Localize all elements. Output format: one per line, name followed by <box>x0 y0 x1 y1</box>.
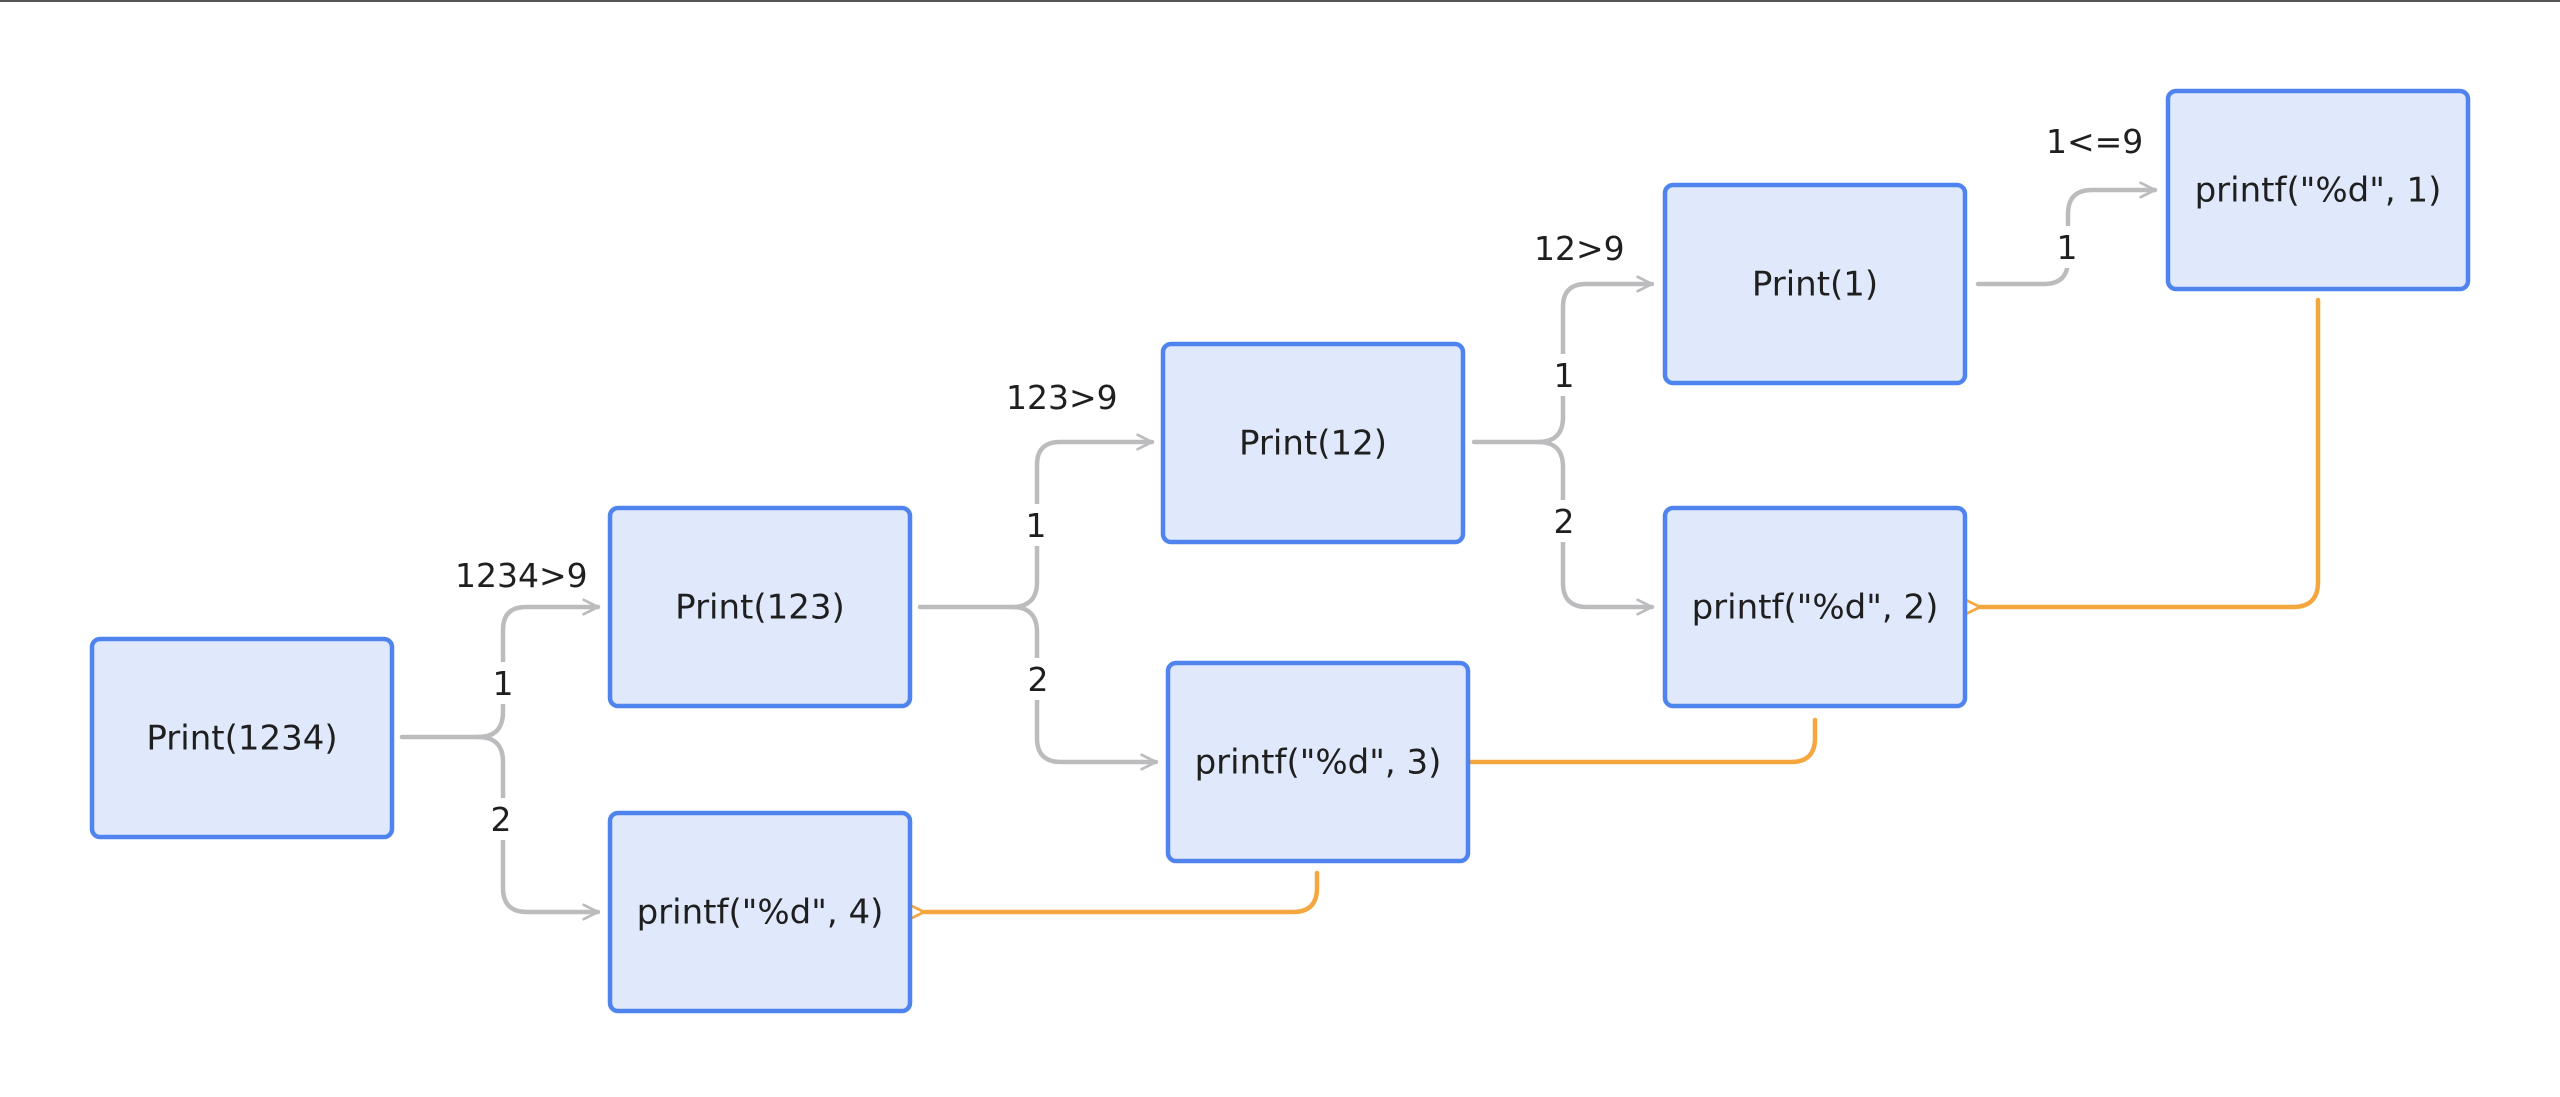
step-label-2-from-123: 2 <box>1028 660 1049 699</box>
step-label-1-from-1: 1 <box>2057 228 2078 267</box>
node-print-12-label: Print(12) <box>1239 424 1387 464</box>
step-label-2-from-12: 2 <box>1554 502 1575 541</box>
node-printf-2: printf("%d", 2) <box>1662 505 1968 709</box>
node-printf-1: printf("%d", 1) <box>2165 88 2471 292</box>
condition-label-12: 12>9 <box>1534 229 1625 268</box>
return-printf2-to-printf3 <box>1456 717 1818 771</box>
edge-print123-to-printf3 <box>1009 604 1159 771</box>
node-printf-3-label: printf("%d", 3) <box>1195 743 1442 783</box>
node-print-1234-label: Print(1234) <box>146 719 337 759</box>
step-label-1-from-123: 1 <box>1026 506 1047 545</box>
step-label-1-from-12: 1 <box>1554 356 1575 395</box>
condition-label-1234: 1234>9 <box>455 556 588 595</box>
step-label-2-from-1234: 2 <box>491 800 512 839</box>
edge-print12-to-printf2 <box>1535 439 1655 616</box>
condition-label-123: 123>9 <box>1006 378 1118 417</box>
return-printf3-to-printf4 <box>908 870 1320 921</box>
step-label-1-from-1234: 1 <box>493 664 514 703</box>
node-printf-4-label: printf("%d", 4) <box>637 893 884 933</box>
top-border-line <box>0 0 2560 2</box>
edge-print1234-to-printf4 <box>475 734 601 921</box>
node-printf-2-label: printf("%d", 2) <box>1692 588 1939 628</box>
node-printf-1-label: printf("%d", 1) <box>2195 171 2442 211</box>
condition-label-1: 1<=9 <box>2046 122 2143 161</box>
node-printf-3: printf("%d", 3) <box>1165 660 1471 864</box>
node-printf-4: printf("%d", 4) <box>607 810 913 1014</box>
node-print-1: Print(1) <box>1662 182 1968 386</box>
node-print-1234: Print(1234) <box>89 636 395 840</box>
node-print-12: Print(12) <box>1160 341 1466 545</box>
return-printf1-to-printf2 <box>1964 297 2321 616</box>
node-print-123-label: Print(123) <box>675 588 845 628</box>
node-print-123: Print(123) <box>607 505 913 709</box>
node-print-1-label: Print(1) <box>1752 265 1878 305</box>
